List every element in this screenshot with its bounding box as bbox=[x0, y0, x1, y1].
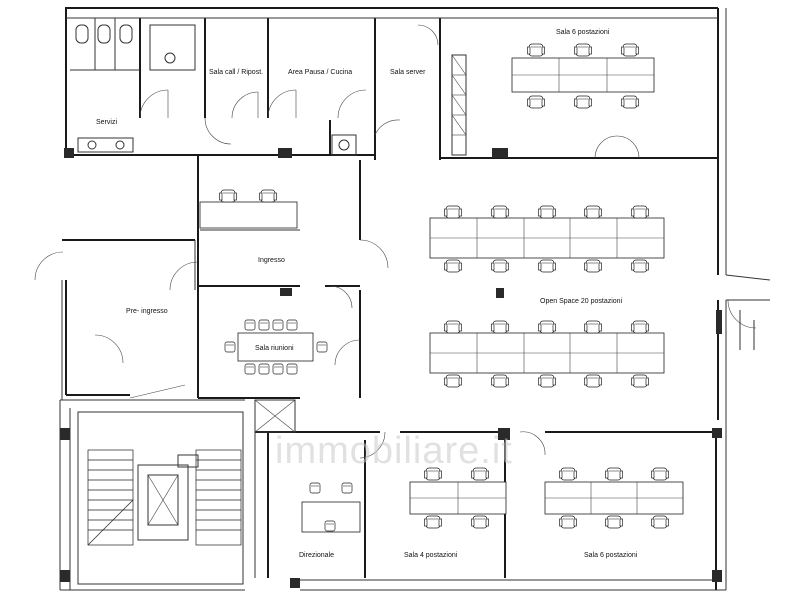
sala-6-top-desks bbox=[511, 43, 655, 109]
stairwell bbox=[77, 411, 244, 585]
top-row-walls bbox=[66, 17, 718, 160]
label-open-space: Open Space 20 postazioni bbox=[540, 298, 623, 305]
bottom-row-walls bbox=[129, 384, 716, 578]
label-sala-call: Sala call / Ripost. bbox=[209, 69, 263, 76]
label-sala-riunioni: Sala riunioni bbox=[255, 345, 294, 352]
label-sala-4: Sala 4 postazioni bbox=[404, 552, 458, 559]
middle-walls bbox=[34, 155, 757, 399]
ingresso-desk bbox=[199, 189, 298, 229]
sala-4-desks bbox=[409, 467, 507, 529]
pillars bbox=[60, 148, 722, 588]
label-sala-6-bottom: Sala 6 postazioni bbox=[584, 552, 638, 559]
direzionale-desk bbox=[301, 482, 361, 533]
label-sala-server: Sala server bbox=[390, 69, 426, 76]
label-ingresso: Ingresso bbox=[258, 257, 285, 264]
sala-6-bottom-desks bbox=[544, 467, 684, 529]
label-direzionale: Direzionale bbox=[299, 552, 334, 559]
open-space-desks bbox=[429, 205, 665, 388]
label-servizi: Servizi bbox=[96, 119, 117, 126]
label-sala-6-top: Sala 6 postazioni bbox=[556, 29, 610, 36]
label-pre-ingresso: Pre- ingresso bbox=[126, 308, 168, 315]
label-area-pausa: Area Pausa / Cucina bbox=[288, 69, 352, 76]
meeting-table bbox=[224, 319, 328, 375]
